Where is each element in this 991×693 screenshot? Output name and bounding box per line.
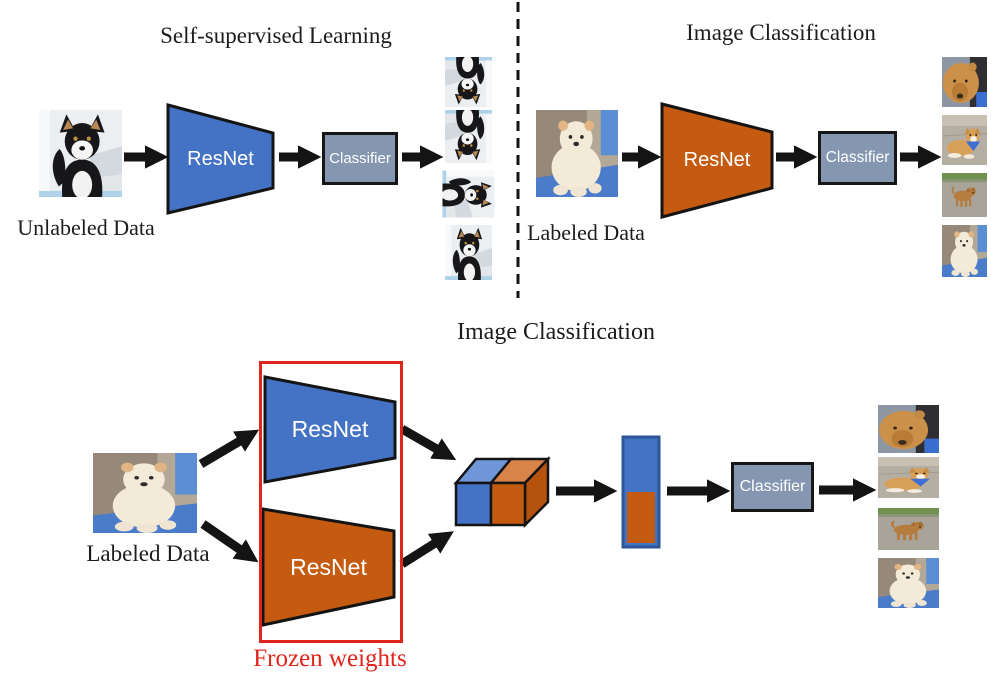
class-output-image-4 <box>942 225 987 277</box>
class-output-image-3 <box>942 173 987 217</box>
flow-arrow <box>399 425 457 461</box>
classifier-box-top-right: Classifier <box>818 131 897 185</box>
final-output-image-4 <box>878 558 939 608</box>
unlabeled-data-label: Unlabeled Data <box>17 215 155 240</box>
title-image-classification-top: Image Classification <box>686 20 876 45</box>
resnet-encoder-blue <box>166 103 275 215</box>
resnet-encoder-orange <box>660 102 774 219</box>
flow-arrow <box>399 531 454 568</box>
frozen-resnet-blue <box>263 375 397 484</box>
labeled-data-image-top <box>536 110 618 197</box>
frozen-resnet-orange <box>261 507 396 627</box>
augmented-output-image-1 <box>445 57 492 107</box>
title-self-supervised: Self-supervised Learning <box>160 23 392 48</box>
augmented-output-image-4 <box>445 225 492 280</box>
augmented-output-image-3 <box>442 170 495 218</box>
frozen-weights-label: Frozen weights <box>253 645 407 672</box>
flow-arrow <box>198 429 260 468</box>
title-image-classification-bottom: Image Classification <box>457 319 655 345</box>
final-output-image-2 <box>878 457 939 498</box>
flow-arrow <box>200 520 259 563</box>
labeled-data-label-top: Labeled Data <box>527 220 645 245</box>
augmented-output-image-2 <box>445 110 492 163</box>
classifier-box-bottom: Classifier <box>731 462 814 512</box>
frozen-weights-box <box>259 361 403 643</box>
classifier-box-top-left: Classifier <box>322 132 398 185</box>
class-output-image-1 <box>942 57 987 107</box>
unlabeled-data-image <box>39 110 122 197</box>
labeled-data-image-bottom <box>93 453 197 533</box>
final-output-image-1 <box>878 405 939 453</box>
labeled-data-label-bottom: Labeled Data <box>86 541 210 566</box>
final-output-image-3 <box>878 508 939 550</box>
class-output-image-2 <box>942 115 987 165</box>
feature-vector-bar <box>621 435 661 549</box>
concatenated-features-cube <box>453 455 551 529</box>
